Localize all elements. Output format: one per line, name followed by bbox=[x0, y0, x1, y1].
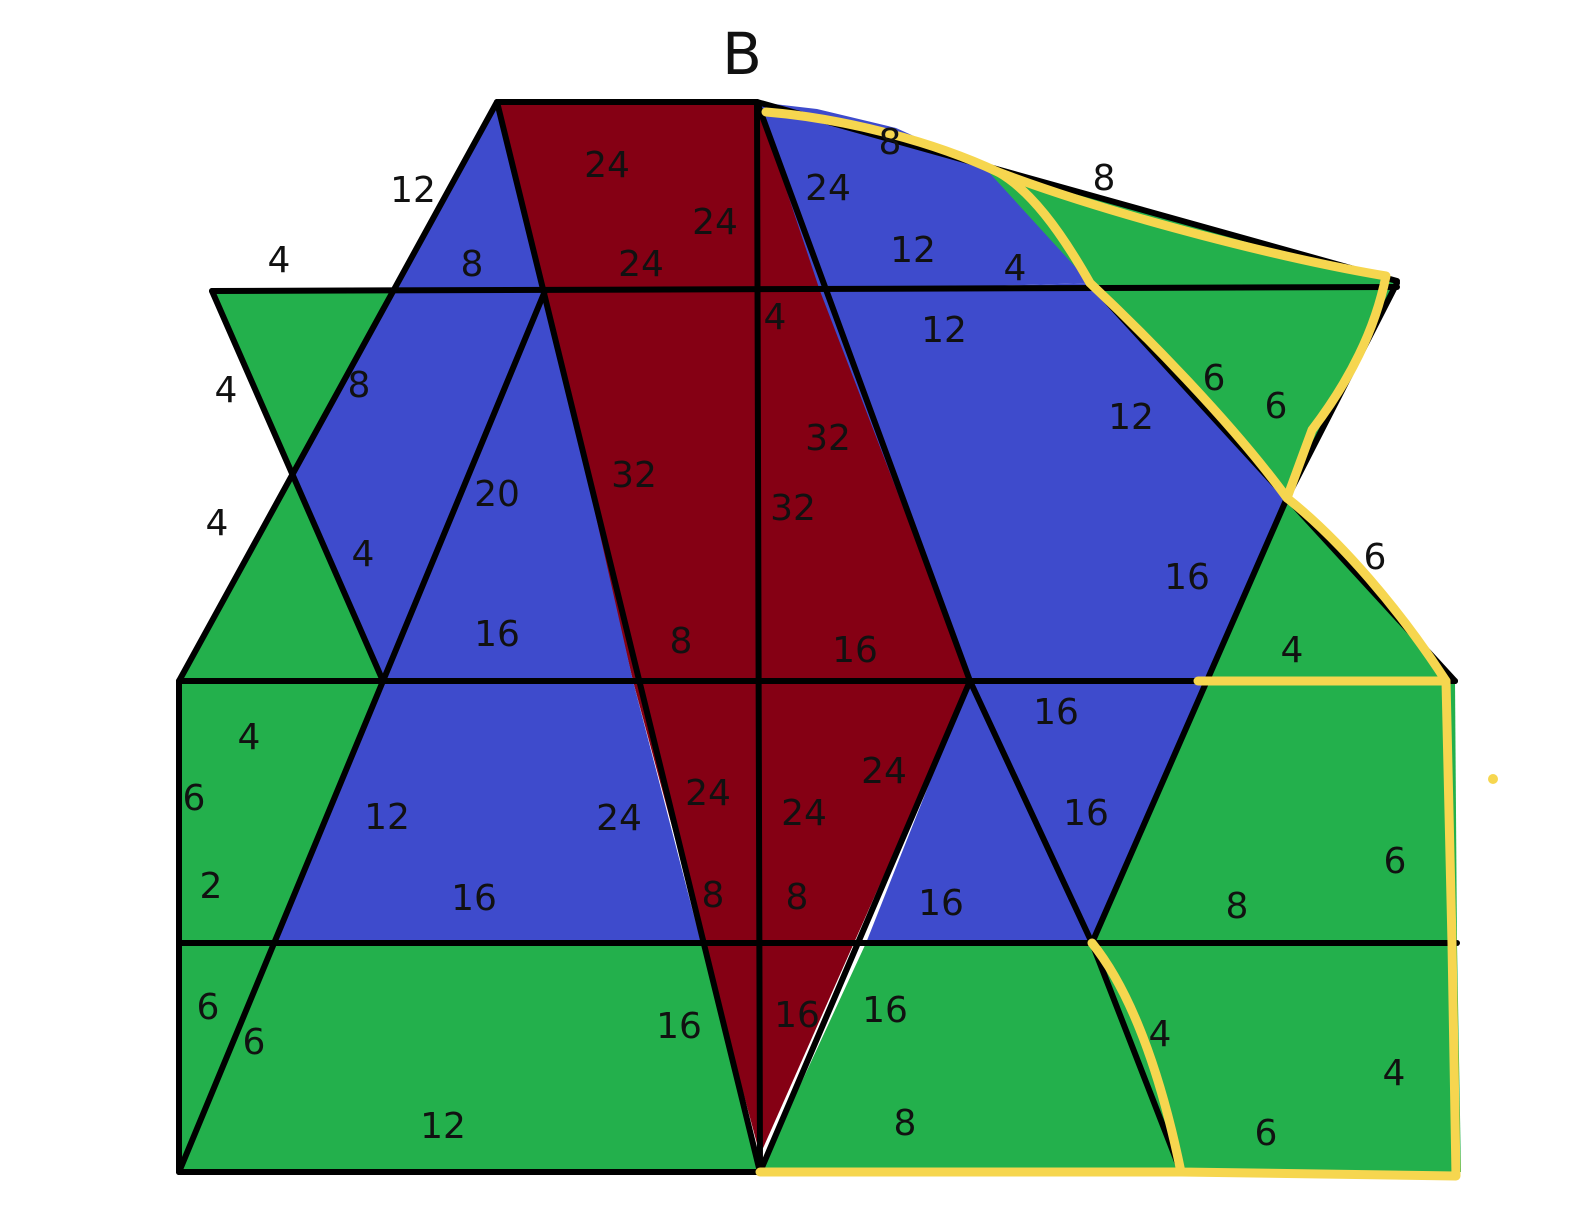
edge-maroon-lower bbox=[757, 678, 973, 1175]
segment-label: 8 bbox=[461, 244, 484, 285]
green-region-upper-left bbox=[212, 291, 393, 473]
blue-region-right bbox=[820, 283, 1287, 681]
black-edges bbox=[176, 99, 1460, 1175]
yellow-highlight-outline bbox=[755, 107, 1498, 1181]
segment-label: 12 bbox=[390, 170, 436, 211]
highlight-upper-boundary bbox=[761, 107, 1292, 503]
highlight-green-wedge bbox=[993, 167, 1391, 503]
segment-label: 6 bbox=[1384, 841, 1407, 882]
green-region-bottom-left bbox=[179, 943, 760, 1172]
segment-label: 4 bbox=[764, 297, 787, 338]
segment-label: 32 bbox=[805, 418, 851, 459]
blue-region-triangle-20 bbox=[383, 291, 633, 681]
segment-label: 6 bbox=[243, 1022, 266, 1063]
highlight-right-boundary bbox=[1087, 493, 1461, 1181]
segment-label: 4 bbox=[1383, 1053, 1406, 1094]
segment-label: 12 bbox=[364, 797, 410, 838]
segment-label: 24 bbox=[805, 168, 851, 209]
segment-label: 24 bbox=[781, 793, 827, 834]
edge-inner-triangle-left bbox=[380, 288, 548, 684]
segment-label: 20 bbox=[474, 474, 520, 515]
segment-label: 4 bbox=[215, 370, 238, 411]
segment-label: 6 bbox=[1364, 537, 1387, 578]
green-region-mid-left bbox=[179, 473, 383, 681]
green-region-right-middle bbox=[1092, 681, 1457, 943]
segment-label: 8 bbox=[894, 1103, 917, 1144]
segment-label: 16 bbox=[774, 995, 820, 1036]
edge-horizontal-1 bbox=[209, 284, 1400, 294]
blue-region-lower-left bbox=[276, 681, 701, 943]
green-region-right-triangle bbox=[1090, 283, 1397, 498]
blue-region-left-band bbox=[293, 291, 545, 681]
segment-label: 6 bbox=[183, 778, 206, 819]
segment-label: 24 bbox=[861, 751, 907, 792]
segment-label: 4 bbox=[1004, 248, 1027, 289]
segment-label: 4 bbox=[1281, 630, 1304, 671]
segment-label: 8 bbox=[702, 875, 725, 916]
segment-label: 4 bbox=[238, 717, 261, 758]
segment-label: 4 bbox=[1149, 1014, 1172, 1055]
segment-label: 32 bbox=[611, 455, 657, 496]
segment-label: 24 bbox=[692, 202, 738, 243]
edge-right-diagonal-1 bbox=[967, 678, 1095, 946]
segment-label: 8 bbox=[786, 877, 809, 918]
segment-label: 16 bbox=[918, 883, 964, 924]
segment-label: 4 bbox=[268, 240, 291, 281]
segment-label: 6 bbox=[1203, 358, 1226, 399]
edge-inner-x bbox=[209, 288, 386, 684]
colored-regions bbox=[179, 102, 1461, 1172]
segment-label: 24 bbox=[596, 798, 642, 839]
green-region-bottom-middle bbox=[760, 943, 1181, 1172]
segment-label: 4 bbox=[206, 503, 229, 544]
green-region-bottom-right bbox=[1092, 943, 1461, 1172]
diagram-title: B bbox=[722, 20, 762, 88]
segment-label: 12 bbox=[1108, 397, 1154, 438]
segment-label: 16 bbox=[1033, 692, 1079, 733]
edge-maroon-right bbox=[754, 99, 973, 684]
edge-vertical-center bbox=[754, 99, 763, 1175]
segment-label: 16 bbox=[832, 630, 878, 671]
edge-right-diagonal-2 bbox=[1089, 495, 1290, 946]
segment-label: 12 bbox=[921, 310, 967, 351]
segment-label: 16 bbox=[1164, 557, 1210, 598]
segment-label: 8 bbox=[879, 122, 902, 163]
segment-label: 24 bbox=[685, 773, 731, 814]
highlight-dot bbox=[1488, 774, 1498, 784]
segment-label: 32 bbox=[770, 488, 816, 529]
segment-label: 16 bbox=[451, 878, 497, 919]
edge-maroon-left bbox=[494, 99, 763, 1175]
segment-label: 6 bbox=[1255, 1113, 1278, 1154]
edge-left-lower bbox=[176, 678, 386, 1175]
segment-label: 8 bbox=[670, 621, 693, 662]
segment-label: 8 bbox=[1226, 886, 1249, 927]
segment-label: 2 bbox=[200, 866, 223, 907]
segment-label: 6 bbox=[1265, 386, 1288, 427]
segment-label: 8 bbox=[348, 365, 371, 406]
segment-label: 16 bbox=[474, 614, 520, 655]
segment-label: 16 bbox=[1063, 793, 1109, 834]
segment-label: 16 bbox=[862, 990, 908, 1031]
blue-region-lower-right bbox=[866, 681, 1208, 943]
segment-label: 12 bbox=[890, 230, 936, 271]
segment-label: 12 bbox=[420, 1106, 466, 1147]
green-region-lower-left bbox=[179, 681, 383, 943]
segment-label: 16 bbox=[656, 1006, 702, 1047]
blue-region-top-right bbox=[757, 102, 1090, 291]
segment-label: 24 bbox=[584, 145, 630, 186]
edge-outer-left bbox=[176, 99, 500, 684]
segment-label: 8 bbox=[1093, 158, 1116, 199]
edge-right-bottom bbox=[1089, 940, 1184, 1175]
segment-label: 24 bbox=[618, 244, 664, 285]
segment-label: 6 bbox=[197, 987, 220, 1028]
segment-label: 4 bbox=[352, 534, 375, 575]
